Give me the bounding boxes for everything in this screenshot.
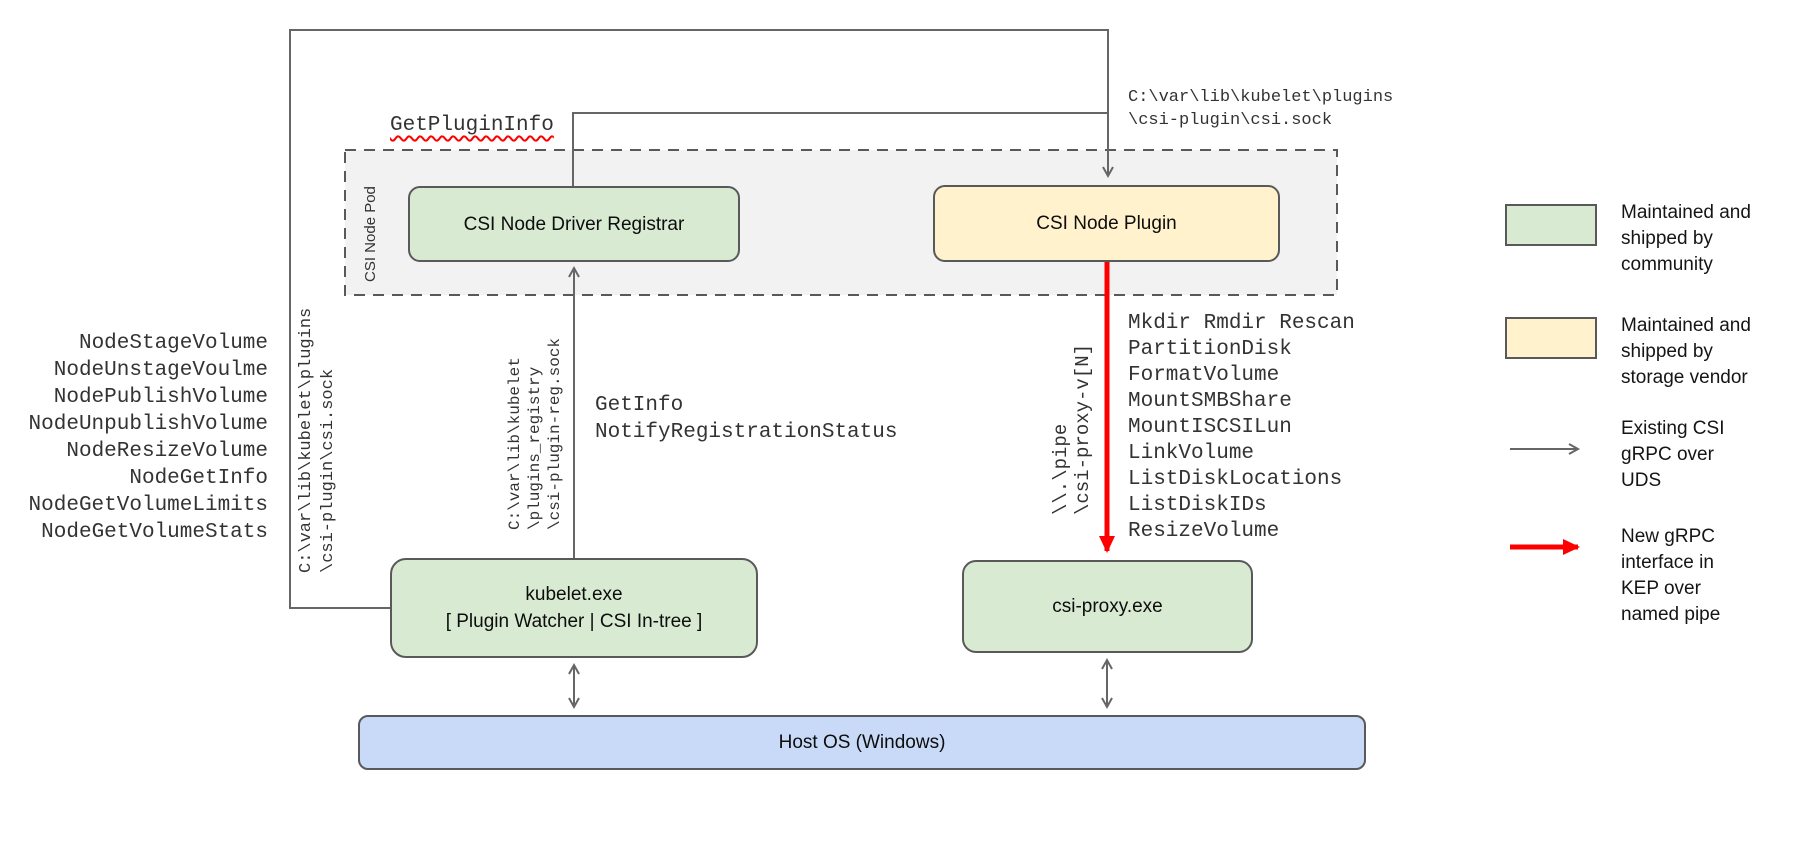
csi-proxy-box: csi-proxy.exe [962, 560, 1253, 653]
legend-vendor-swatch [1505, 317, 1597, 359]
host-os-box: Host OS (Windows) [358, 715, 1366, 770]
get-plugin-info-label: GetPluginInfo [390, 114, 554, 137]
kubelet-to-plugin-connector [289, 29, 1114, 609]
csi-sock-path-label-rotated: C:\var\lib\kubelet\plugins\csi-plugin\cs… [297, 307, 338, 573]
legend-community-swatch [1505, 204, 1597, 246]
csi-sock-path-label: C:\var\lib\kubelet\plugins\csi-plugin\cs… [1128, 88, 1394, 130]
csi-node-plugin-label: CSI Node Plugin [1036, 213, 1177, 234]
csi-node-driver-registrar-label: CSI Node Driver Registrar [463, 213, 685, 235]
kubelet-label-line2: [ Plugin Watcher | CSI In-tree ] [445, 611, 703, 632]
csi-proxy-label: csi-proxy.exe [1052, 596, 1163, 617]
registrar-to-plugin-connector [572, 112, 1108, 186]
registration-sock-path-label: C:\var\lib\kubelet\plugins_registry\csi-… [506, 337, 564, 530]
host-os-label: Host OS (Windows) [778, 732, 946, 753]
kubelet-box: kubelet.exe [ Plugin Watcher | CSI In-tr… [390, 558, 758, 658]
named-pipe-label: \\.\pipe\csi-proxy-v[N] [1050, 343, 1094, 515]
csi-node-plugin-box: CSI Node Plugin [933, 185, 1280, 262]
csi-node-pod-label: CSI Node Pod [362, 186, 379, 282]
csi-node-driver-registrar-box: CSI Node Driver Registrar [408, 186, 740, 262]
kubelet-label-line1: kubelet.exe [525, 584, 623, 605]
